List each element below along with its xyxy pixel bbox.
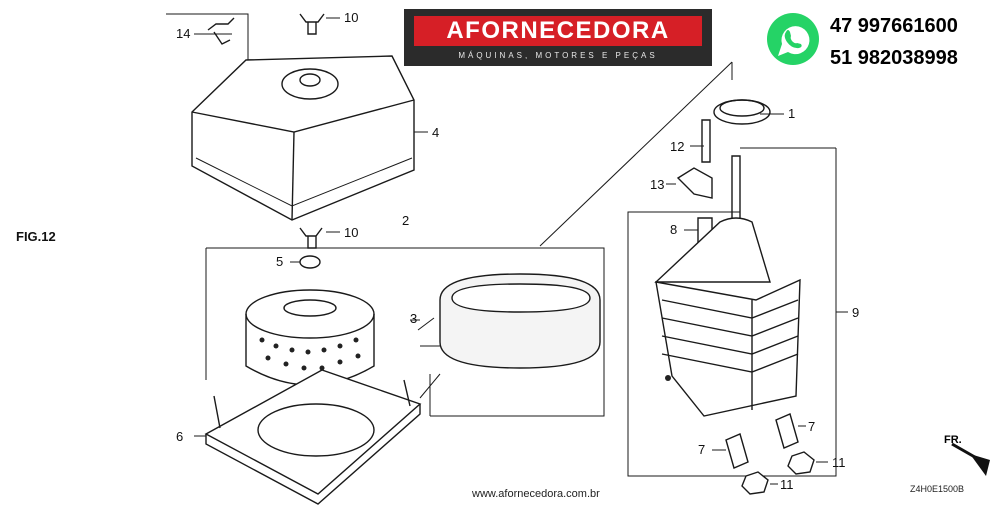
bracket	[676, 167, 713, 199]
callout-11-bottom: 11	[780, 477, 794, 492]
collar-nut	[299, 255, 321, 269]
front-arrow-icon	[951, 442, 990, 476]
air-cleaner-case	[654, 155, 801, 417]
air-filter-element	[245, 289, 375, 386]
bolt	[701, 119, 711, 163]
callout-7-front: 7	[698, 442, 706, 457]
callout-6: 6	[176, 429, 184, 444]
stud-front	[725, 433, 749, 469]
callout-10-mid: 10	[344, 225, 359, 240]
brand-tagline: MÁQUINAS, MOTORES E PEÇAS	[458, 51, 658, 60]
brand-logo: AFORNECEDORA MÁQUINAS, MOTORES E PEÇAS	[404, 9, 712, 66]
flange-nut-a	[741, 471, 769, 495]
wing-nut-14	[207, 17, 235, 45]
callout-12: 12	[670, 139, 685, 154]
phone-number-1: 47 997661600	[830, 15, 958, 37]
air-cleaner-base	[204, 369, 422, 505]
callout-3: 3	[410, 311, 418, 326]
seal-ring	[713, 99, 771, 125]
foam-element	[439, 273, 601, 369]
wing-nut-top	[299, 13, 325, 35]
callout-10-top: 10	[344, 10, 359, 25]
phone-number-2: 51 982038998	[830, 47, 958, 69]
stud-rear	[775, 413, 799, 449]
callout-14: 14	[176, 26, 191, 41]
figure-label: FIG.12	[16, 229, 56, 244]
brand-name: AFORNECEDORA	[414, 16, 702, 46]
callout-7-rear: 7	[808, 419, 816, 434]
callout-1: 1	[788, 106, 796, 121]
callout-13: 13	[650, 177, 665, 192]
wing-nut-mid	[299, 227, 323, 249]
callout-8: 8	[670, 222, 678, 237]
callout-4: 4	[432, 125, 440, 140]
callout-11-right: 11	[832, 455, 846, 470]
callout-2: 2	[402, 213, 410, 228]
drawing-code: Z4H0E1500B	[910, 484, 965, 494]
callout-9: 9	[852, 305, 860, 320]
whatsapp-icon	[767, 13, 819, 65]
callout-5: 5	[276, 254, 284, 269]
website-url[interactable]: www.afornecedora.com.br	[472, 488, 600, 500]
front-marker: FR.	[944, 434, 962, 446]
flange-nut-b	[787, 451, 815, 475]
